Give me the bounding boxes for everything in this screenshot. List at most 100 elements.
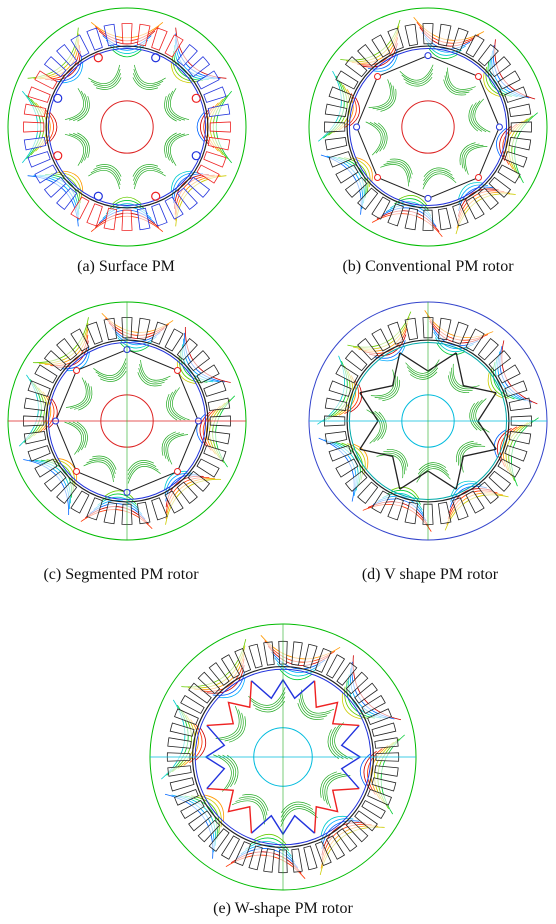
stator-slot bbox=[345, 671, 369, 695]
motor-diagram-segmented-pm bbox=[6, 300, 248, 542]
rotor-flux-line bbox=[280, 801, 311, 814]
stator-slot bbox=[328, 151, 352, 168]
stator-slot bbox=[197, 819, 221, 843]
rotor-flux-line bbox=[422, 171, 455, 186]
stator-slot bbox=[328, 380, 352, 397]
stator-slot bbox=[136, 23, 151, 47]
flux-line bbox=[57, 458, 78, 482]
motor-diagram-v-shape-pm bbox=[307, 300, 549, 542]
stator-slot bbox=[86, 27, 103, 51]
stator-slot bbox=[291, 848, 303, 873]
stator-slot bbox=[465, 328, 485, 352]
stator-slot bbox=[387, 203, 404, 227]
rotor-flux-line bbox=[365, 121, 382, 156]
stator-slot bbox=[371, 196, 391, 220]
rotor-flux-line bbox=[386, 160, 412, 179]
rotor-flux-line bbox=[405, 359, 440, 374]
magnet-corner bbox=[374, 73, 382, 81]
stator-slot bbox=[437, 23, 452, 47]
flux-line bbox=[218, 677, 246, 699]
magnet-corner bbox=[495, 123, 503, 131]
flux-line bbox=[49, 112, 58, 142]
rotor-flux-line bbox=[231, 800, 265, 825]
stator-slot bbox=[86, 321, 103, 345]
stator-slot bbox=[196, 70, 220, 90]
motor-cross-section-c bbox=[7, 301, 247, 541]
magnet-corner bbox=[424, 52, 432, 60]
rotor-flux-line bbox=[299, 694, 331, 716]
magnet bbox=[191, 93, 201, 103]
rotor-flux-line bbox=[68, 421, 84, 453]
stator-slot bbox=[354, 810, 378, 832]
flux-line bbox=[483, 72, 501, 98]
stator-slot bbox=[203, 86, 227, 103]
rotor-flux-line bbox=[95, 362, 127, 378]
rotor-flux-line bbox=[416, 468, 451, 483]
rotor-flux-line bbox=[132, 77, 159, 90]
rotor-flux-line bbox=[405, 76, 433, 87]
stator-slot bbox=[497, 364, 521, 384]
stator-slot bbox=[151, 27, 168, 51]
motor-cross-section-d bbox=[308, 301, 548, 541]
rotor-flux-line bbox=[166, 393, 178, 421]
stator-slot bbox=[27, 151, 51, 168]
stator-slot bbox=[56, 337, 78, 361]
stator-slot bbox=[167, 737, 192, 749]
caption-a: (a) Surface PM bbox=[77, 258, 175, 275]
stator-slot bbox=[508, 136, 532, 151]
stator-slot bbox=[43, 176, 67, 198]
flux-line bbox=[196, 112, 205, 142]
flux-line bbox=[493, 429, 507, 459]
stator-slot bbox=[504, 445, 528, 462]
magnet bbox=[53, 151, 63, 161]
stator-slot bbox=[234, 648, 252, 673]
stator-slot bbox=[23, 121, 45, 133]
stator-slot bbox=[508, 430, 532, 445]
stator-slot bbox=[488, 56, 512, 78]
stator-slot bbox=[508, 103, 532, 118]
rotor-flux-line bbox=[301, 689, 335, 714]
stator-outer-circle bbox=[7, 7, 247, 247]
stator-slot bbox=[203, 445, 227, 462]
rotor-flux-line bbox=[378, 411, 387, 440]
flux-line bbox=[176, 360, 197, 384]
magnet-v bbox=[359, 448, 401, 490]
flux-line bbox=[279, 669, 313, 681]
stator-slot bbox=[136, 317, 151, 341]
rotor-flux-line bbox=[77, 95, 90, 122]
rotor-flux-line bbox=[73, 133, 88, 161]
rotor-flux-line bbox=[456, 440, 474, 463]
stator-slot bbox=[187, 56, 211, 78]
stator-slot bbox=[86, 497, 103, 521]
stator-slot bbox=[34, 364, 58, 384]
stator-slot bbox=[437, 317, 452, 341]
rotor-flux-line bbox=[133, 69, 164, 86]
stator-slot bbox=[303, 643, 318, 669]
stator-slot bbox=[207, 103, 231, 118]
rotor-flux-line bbox=[401, 68, 434, 83]
stator-slot bbox=[477, 481, 499, 505]
rotor-flux-line bbox=[457, 442, 478, 466]
rotor-flux-line bbox=[78, 386, 93, 411]
stator-slot bbox=[70, 328, 90, 352]
flux-line bbox=[170, 170, 192, 192]
stator-slot bbox=[176, 337, 198, 361]
stator-slot bbox=[136, 501, 151, 525]
stator-slot bbox=[422, 23, 434, 45]
stator-slot bbox=[27, 380, 51, 397]
rotor-flux-line bbox=[215, 705, 240, 739]
rotor-flux-line bbox=[168, 391, 182, 421]
stator-slot bbox=[43, 350, 67, 372]
stator-slot bbox=[371, 328, 391, 352]
rotor-flux-line bbox=[378, 376, 399, 400]
stator-slot bbox=[164, 490, 184, 514]
rotor-flux-line bbox=[389, 158, 413, 175]
stator-slot bbox=[477, 337, 499, 361]
stator-slot bbox=[367, 708, 392, 726]
stator-slot bbox=[357, 337, 379, 361]
magnet-corner bbox=[424, 194, 432, 202]
rotor-flux-line bbox=[69, 90, 86, 121]
rotor-flux-line bbox=[127, 466, 161, 484]
stator-slot bbox=[56, 481, 78, 505]
rotor-flux-line bbox=[139, 364, 168, 383]
